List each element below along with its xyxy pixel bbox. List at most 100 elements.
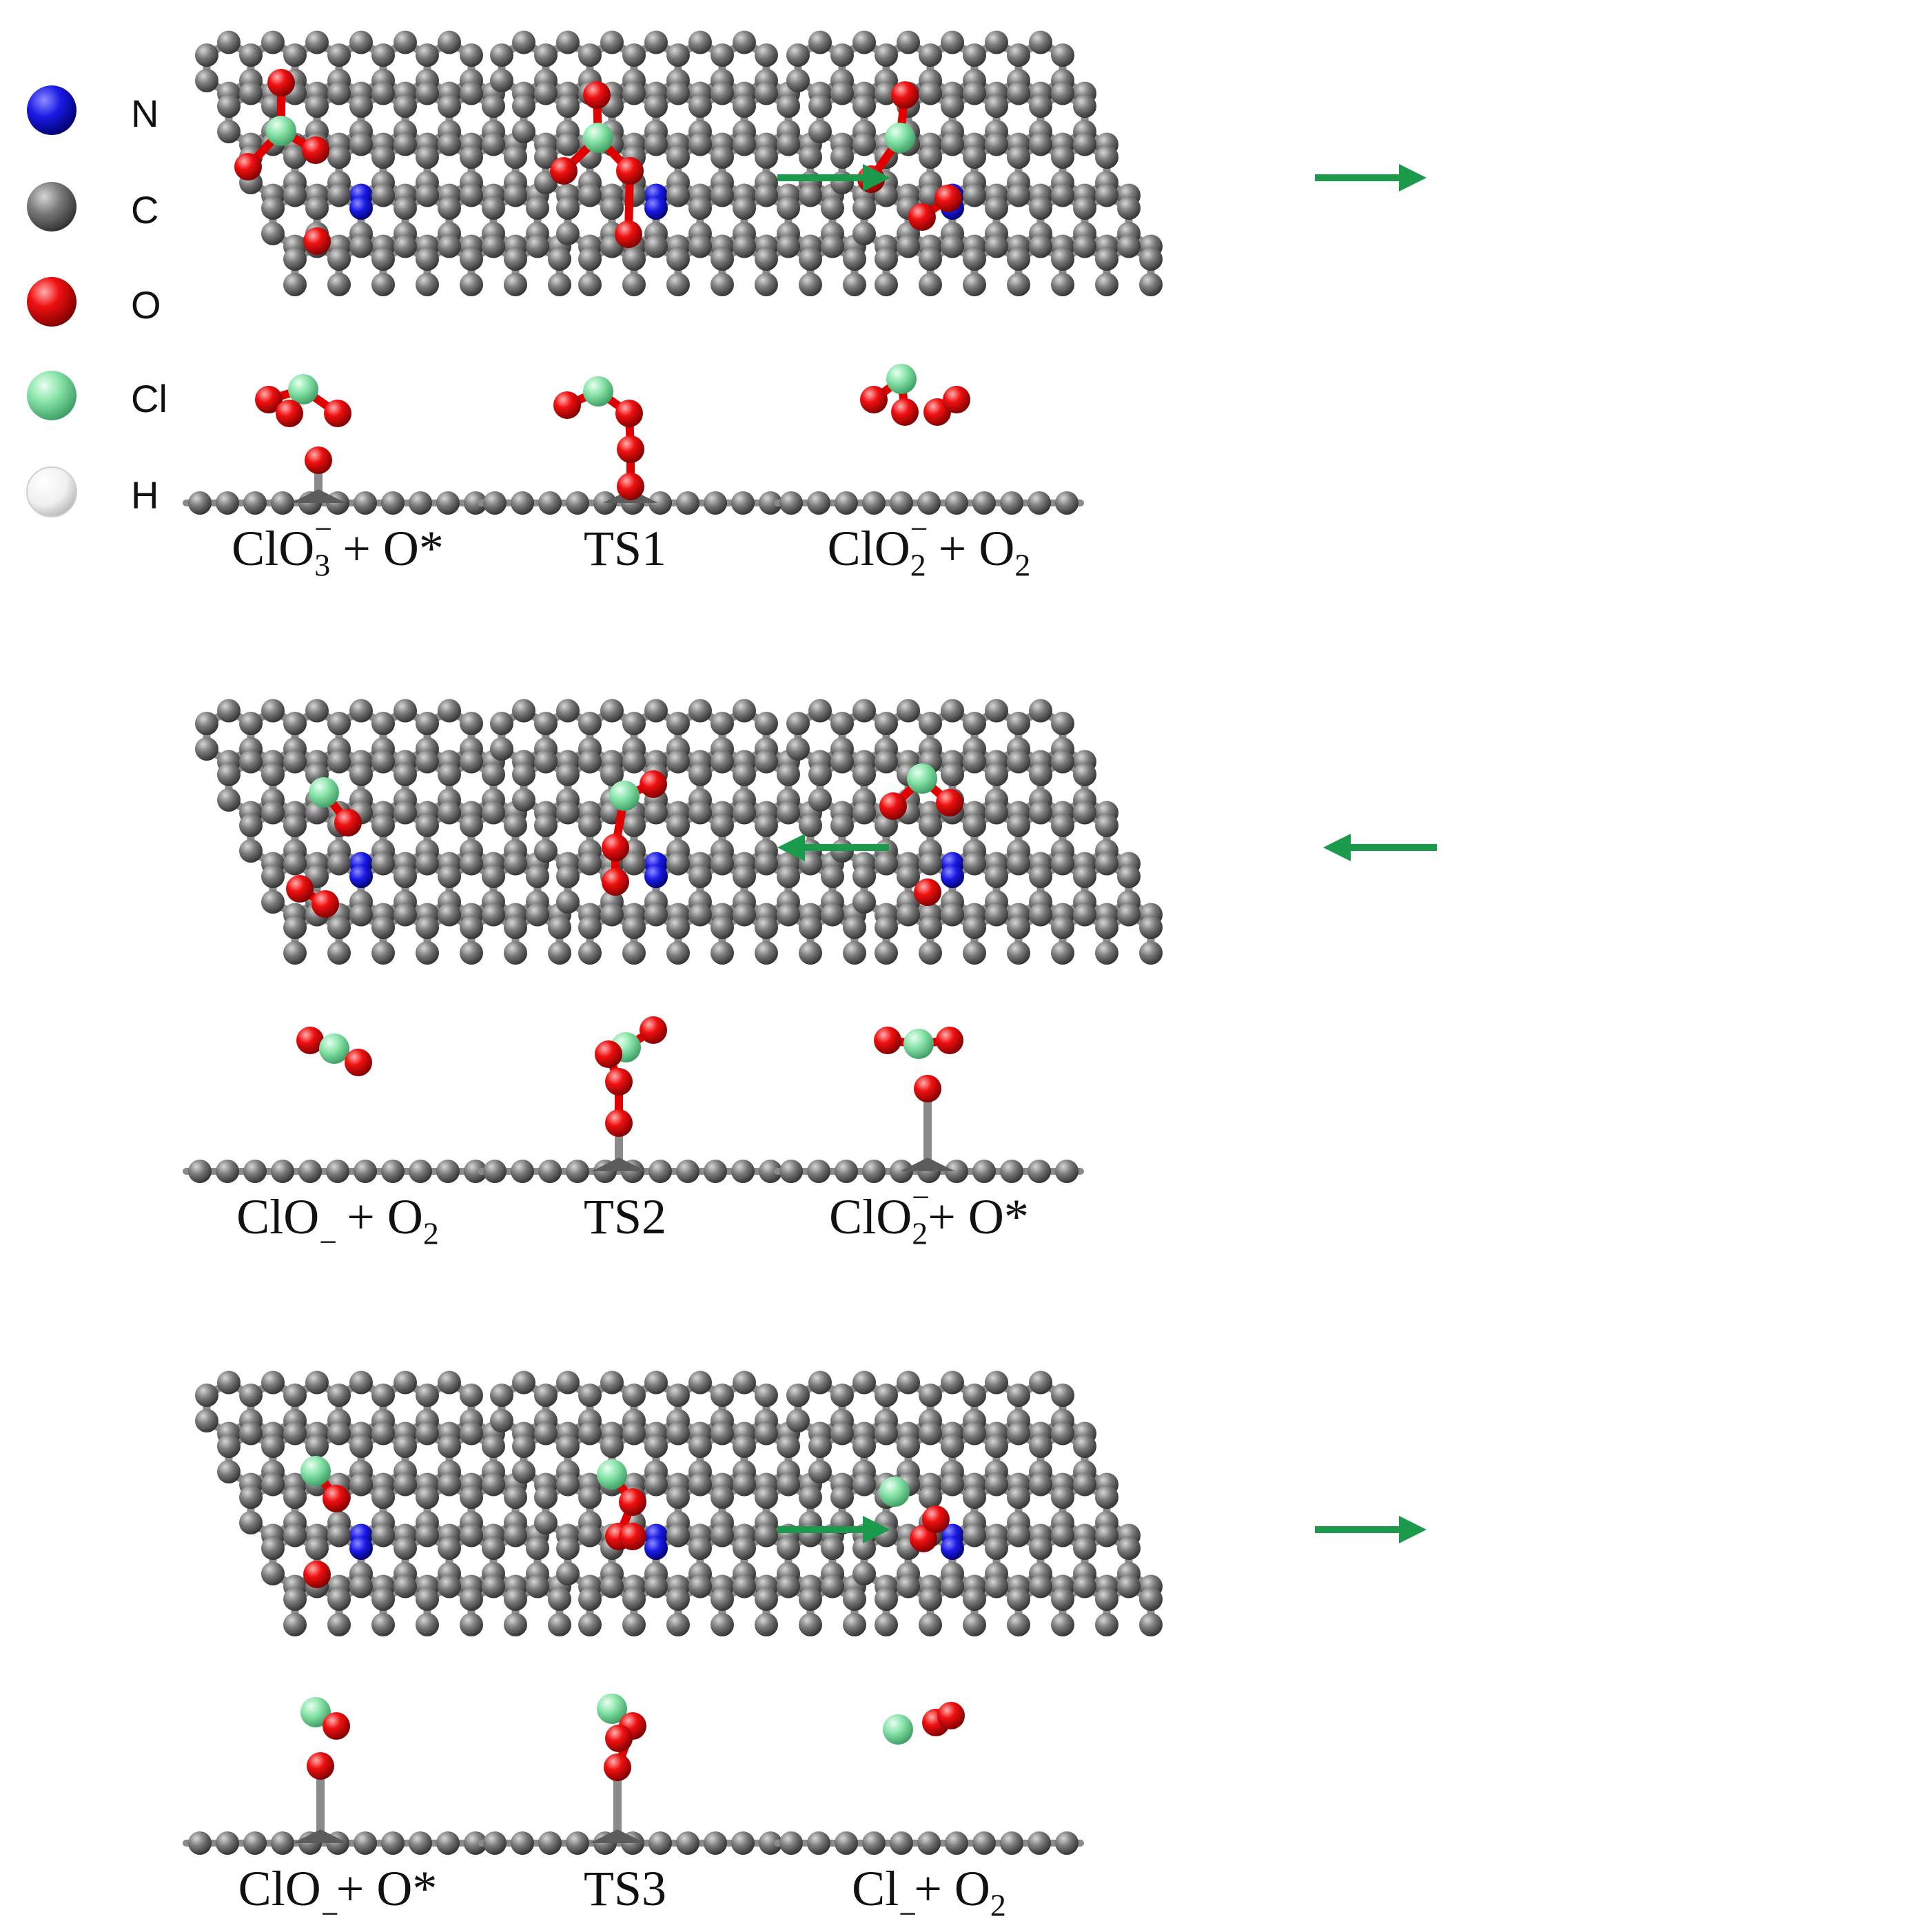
c-atom [830,81,854,105]
c-atom [1073,1435,1096,1458]
c-atom [305,699,329,723]
c-atom [538,491,562,515]
c-atom [711,916,734,939]
c-atom [600,1370,624,1395]
c-atom [688,1435,712,1458]
c-atom [941,30,964,54]
c-atom [482,1574,505,1599]
c-atom [460,1587,483,1611]
c-atom [1029,234,1052,258]
c-atom [534,839,558,863]
c-atom [1139,916,1163,939]
c-atom [371,916,395,939]
c-atom [733,196,756,220]
c-atom [1095,1486,1118,1509]
c-atom [381,1831,405,1855]
c-atom [644,1435,668,1458]
c-atom [1095,145,1118,169]
c-atom [460,916,483,939]
c-atom [438,1370,461,1395]
pyramid-carbon [291,489,346,503]
o-atom [615,400,643,427]
c-atom [688,1574,712,1599]
label-charge: − [320,1896,339,1931]
c-atom [394,196,417,220]
c-atom [808,1370,832,1395]
c-atom [600,699,624,723]
c-atom [394,699,417,723]
c-atom [394,132,417,156]
c-atom [622,43,646,67]
c-atom [875,247,898,271]
c-atom [327,916,351,939]
c-atom [416,145,439,169]
c-atom [578,1486,602,1509]
panel-p4 [183,699,571,1183]
n-atom [644,1537,668,1560]
c-atom [578,852,602,876]
c-atom [666,81,690,105]
c-atom [195,712,218,735]
c-atom [666,852,690,876]
c-atom [261,865,285,888]
c-atom [556,94,580,118]
c-atom [394,94,417,118]
c-atom [217,763,241,786]
o-atom [602,834,629,861]
c-atom [327,712,351,735]
c-atom [394,903,417,927]
c-atom [711,1486,734,1509]
c-atom [852,1435,876,1458]
c-atom [755,1613,778,1636]
cl-atom [907,763,937,794]
n-atom [941,865,964,888]
c-atom [217,1370,241,1395]
c-atom [852,196,876,220]
c-atom [755,712,778,735]
c-atom [875,1384,898,1407]
c-atom [963,1587,986,1611]
c-atom [490,737,513,761]
c-atom [622,916,646,939]
c-atom [217,30,241,54]
c-atom [808,120,832,143]
c-atom [394,801,417,825]
c-atom [195,1409,218,1432]
c-atom [963,814,986,837]
c-atom [464,491,487,515]
c-atom [371,1421,395,1446]
c-atom [688,132,712,156]
c-atom [504,852,527,876]
c-atom [416,1486,439,1509]
c-atom [578,247,602,271]
c-atom [371,941,395,965]
c-atom [1051,814,1074,837]
pyramid-carbon [293,1829,348,1843]
c-atom [556,132,580,156]
c-atom [1117,234,1141,258]
c-atom [799,145,822,169]
c-atom [963,1613,986,1636]
legend-label: N [131,92,159,135]
c-atom [460,183,483,207]
c-atom [919,916,942,939]
o-atom [617,435,644,463]
c-atom [799,1613,822,1636]
c-atom [483,1160,507,1183]
c-atom [354,1831,377,1855]
panel-p5 [478,699,866,1183]
label-rest: + O [914,1861,990,1916]
o-atom [616,157,644,185]
c-atom [512,1370,535,1395]
label-subscript: 2 [910,547,926,583]
c-atom [755,1421,778,1446]
c-atom [852,1472,876,1497]
c-atom [1051,273,1074,296]
c-atom [830,814,854,837]
c-atom [919,1486,942,1509]
c-atom [1073,903,1096,927]
c-atom [217,1435,241,1458]
c-atom [578,1523,602,1548]
c-atom [830,145,854,169]
c-atom [919,43,942,67]
